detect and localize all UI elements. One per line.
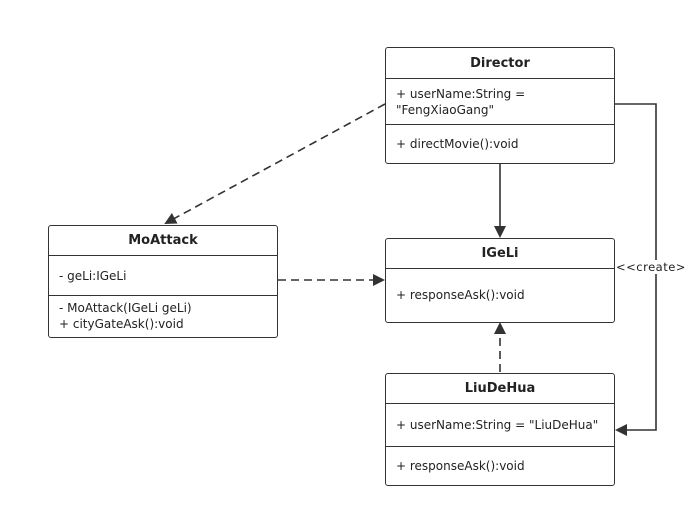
method: + directMovie():void (396, 136, 519, 151)
class-moattack: MoAttack - geLi:IGeLi - MoAttack(IGeLi g… (48, 225, 278, 338)
create-stereotype-label: <<create> (616, 260, 686, 274)
interface-name: IGeLi (386, 239, 614, 269)
attribute: "FengXiaoGang" (396, 102, 495, 117)
method: + cityGateAsk():void (59, 317, 184, 331)
method: + responseAsk():void (396, 458, 525, 473)
method: - MoAttack(IGeLi geLi) (59, 301, 192, 315)
class-name: Director (386, 48, 614, 79)
class-name: MoAttack (49, 226, 277, 256)
methods-section: - MoAttack(IGeLi geLi) + cityGateAsk():v… (49, 296, 277, 336)
methods-section: + directMovie():void (386, 125, 614, 162)
attributes-section: + userName:String = "FengXiaoGang" (386, 79, 614, 125)
class-liudehua: LiuDeHua + userName:String = "LiuDeHua" … (385, 373, 615, 486)
methods-section: + responseAsk():void (386, 447, 614, 484)
director-to-moattack-dependency (164, 103, 386, 224)
methods-section: + responseAsk():void (386, 269, 614, 321)
class-director: Director + userName:String = "FengXiaoGa… (385, 47, 615, 164)
attributes-section: + userName:String = "LiuDeHua" (386, 404, 614, 447)
method: + responseAsk():void (396, 288, 525, 302)
attributes-section: - geLi:IGeLi (49, 256, 277, 296)
attribute: - geLi:IGeLi (59, 268, 127, 283)
interface-igeli: IGeLi + responseAsk():void (385, 238, 615, 323)
class-name: LiuDeHua (386, 374, 614, 404)
attribute: + userName:String = (396, 86, 526, 101)
attribute: + userName:String = "LiuDeHua" (396, 418, 599, 432)
